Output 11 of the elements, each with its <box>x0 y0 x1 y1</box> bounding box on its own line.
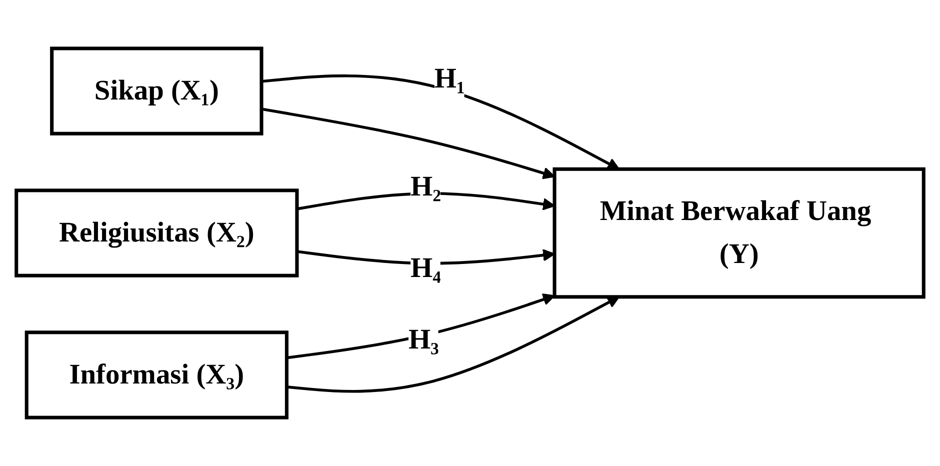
node-box: Minat Berwakaf Uang (Y) <box>552 167 926 299</box>
node-box: Religiusitas (X₂) <box>14 188 299 278</box>
edge-label: H₃ <box>408 324 440 356</box>
arrow <box>261 74 620 170</box>
edge-label: H₁ <box>434 63 466 95</box>
arrow <box>286 296 620 393</box>
arrow <box>286 293 556 360</box>
node-box: Informasi (X₃) <box>24 330 288 420</box>
node-box: Sikap (X₁) <box>50 46 264 136</box>
edge-label: H₂ <box>410 171 442 202</box>
edge-label: H₄ <box>410 252 442 284</box>
